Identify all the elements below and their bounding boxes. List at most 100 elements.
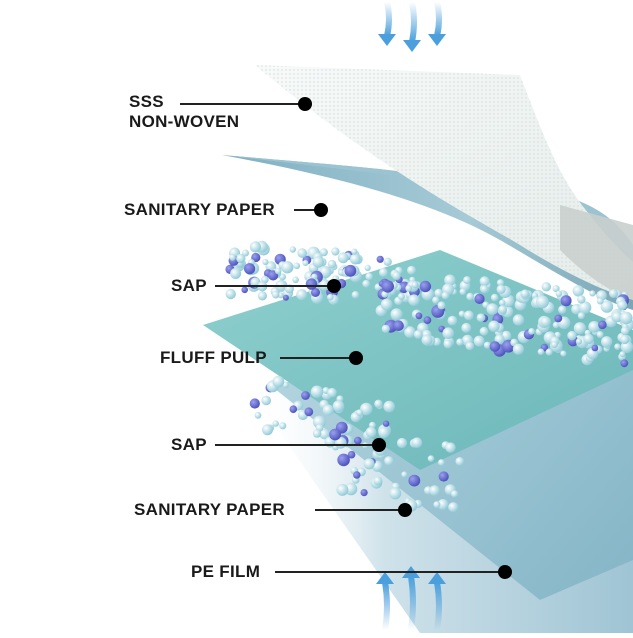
sap-particle <box>598 320 607 330</box>
leader-line-fluff-pulp <box>280 357 354 359</box>
sap-particle <box>401 471 408 478</box>
sap-particle <box>261 395 272 406</box>
sap-particle <box>445 442 456 453</box>
label-sap-bottom: SAP <box>171 435 207 454</box>
sap-particle <box>589 290 596 297</box>
sap-particle <box>512 343 525 355</box>
sap-particle <box>351 291 360 299</box>
sap-particle <box>488 320 500 332</box>
sap-particle <box>461 322 472 333</box>
sap-particle <box>614 343 621 351</box>
marker-dot-sap-top <box>327 279 341 293</box>
sap-particle <box>257 291 267 301</box>
sap-particle <box>596 297 604 305</box>
sap-particle <box>304 407 314 417</box>
sap-particle <box>455 457 465 466</box>
label-pe-film: PE FILM <box>191 562 261 581</box>
sap-particle <box>600 300 614 313</box>
sap-particle <box>520 289 530 299</box>
sap-particle <box>397 292 405 300</box>
sap-particle <box>365 426 377 438</box>
label-sanitary-paper-top: SANITARY PAPER <box>124 200 275 219</box>
sap-particle <box>404 326 416 338</box>
sap-particle <box>434 288 444 298</box>
sap-particle <box>353 436 362 445</box>
sap-particle <box>249 398 260 409</box>
sap-particle <box>540 316 551 327</box>
sap-particle <box>363 458 375 470</box>
sap-particle <box>433 501 441 509</box>
sap-particle <box>411 437 423 449</box>
sap-particle <box>496 279 505 287</box>
sap-particle <box>496 284 506 294</box>
flow-arrows <box>376 1 446 631</box>
arrow-down-icon <box>378 1 396 46</box>
sap-particle <box>432 296 440 304</box>
sap-particle <box>560 350 567 357</box>
sap-particle <box>390 308 403 321</box>
sap-particle <box>312 256 324 268</box>
sap-particle <box>356 409 363 416</box>
sap-particle <box>609 289 618 298</box>
sap-particle <box>302 260 309 266</box>
sap-particle <box>437 301 446 310</box>
sap-particle <box>444 274 456 286</box>
sap-particle <box>552 321 560 329</box>
sap-particle <box>311 273 318 280</box>
sap-particle <box>463 276 471 284</box>
sap-particle <box>282 294 289 301</box>
sap-particle <box>279 422 287 430</box>
sap-particle <box>244 263 256 275</box>
label-fluff-pulp: FLUFF PULP <box>160 348 267 367</box>
sap-particle <box>545 348 553 356</box>
sap-particle <box>289 246 296 253</box>
sap-particle <box>242 249 249 257</box>
sap-particle <box>429 485 440 496</box>
sap-particle <box>329 428 341 441</box>
arrow-up-icon <box>376 572 394 631</box>
sap-particle <box>528 328 535 335</box>
sap-particle <box>411 281 419 289</box>
sap-particle <box>378 426 390 439</box>
marker-dot-sss-nonwoven <box>298 97 312 111</box>
marker-dot-pe-film <box>498 565 512 579</box>
sap-particle <box>351 248 358 255</box>
sap-particle <box>560 295 572 307</box>
sap-particle <box>447 315 458 326</box>
sap-particle <box>274 267 282 275</box>
sap-particle <box>578 301 592 314</box>
sap-particle <box>396 437 408 449</box>
sap-particle <box>473 335 485 347</box>
sap-particle <box>337 453 350 467</box>
leader-line-sss-nonwoven <box>180 103 300 105</box>
sap-particle <box>591 344 599 352</box>
label-nonwoven: NON-WOVEN <box>129 112 240 131</box>
sap-particle <box>262 424 273 436</box>
sap-particle <box>347 450 356 459</box>
sap-particle <box>537 348 545 356</box>
sap-particle <box>466 292 474 301</box>
sap-particle <box>413 329 423 339</box>
sap-particle <box>381 280 394 293</box>
sap-particle <box>512 314 525 326</box>
sap-particle <box>296 289 308 301</box>
sap-particle <box>555 290 563 297</box>
sap-particle <box>415 312 423 320</box>
label-sss: SSS <box>129 92 164 111</box>
sap-particle <box>281 261 294 274</box>
sap-particle <box>620 311 633 325</box>
sap-particle <box>331 247 340 256</box>
sap-particle <box>297 248 308 258</box>
sap-particle <box>405 284 413 292</box>
arrow-up-icon <box>428 572 446 631</box>
sap-particle <box>236 253 246 264</box>
sap-particle <box>619 351 626 358</box>
sap-particle <box>272 420 279 427</box>
sap-particle <box>551 341 558 348</box>
sap-particle <box>369 421 376 429</box>
marker-dot-fluff-pulp <box>349 351 363 365</box>
sap-particle <box>588 321 600 333</box>
sap-particle <box>381 324 390 333</box>
sap-particle <box>419 280 432 293</box>
